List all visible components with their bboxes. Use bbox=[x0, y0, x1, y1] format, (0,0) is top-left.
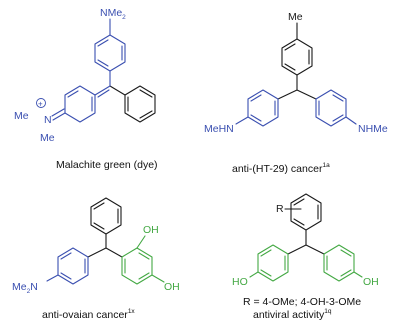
ht29-nhme-label: NHMe bbox=[358, 123, 388, 135]
ht29-me-label: Me bbox=[288, 11, 303, 23]
antiviral-left-ring bbox=[257, 244, 289, 282]
ovaian-oh-top: OH bbox=[143, 224, 159, 236]
malachite-right-phenyl bbox=[124, 85, 156, 123]
caption-anti-ht29-text: anti-(HT-29) cancer bbox=[232, 163, 323, 175]
antiviral-r-label: R bbox=[276, 203, 284, 215]
structure-malachite-green: NMe2 N + Me bbox=[14, 7, 158, 171]
malachite-nme2-subscript: 2 bbox=[122, 14, 126, 21]
charge-plus-icon bbox=[36, 98, 46, 108]
caption-anti-ovaian-text: anti-ovaian cancer bbox=[42, 309, 128, 321]
antiviral-right-ring bbox=[323, 244, 355, 282]
structure-anti-ht29: Me MeHN NHMe anti-(HT-29 bbox=[204, 11, 388, 175]
ht29-meHN-label: MeHN bbox=[204, 123, 234, 135]
caption-anti-ht29: anti-(HT-29) cancer1a bbox=[232, 162, 330, 175]
structure-anti-ovaian: Me2N OH OH anti-ovaian cancer1x bbox=[12, 197, 180, 321]
ovaian-left-ring bbox=[57, 247, 89, 285]
malachite-nme2-label: NMe2 bbox=[100, 7, 126, 21]
ovaian-top-phenyl bbox=[90, 197, 122, 235]
caption-antiviral-ref: 1q bbox=[324, 308, 332, 315]
malachite-top-ring bbox=[94, 18, 126, 87]
antiviral-top-phenyl bbox=[290, 193, 322, 231]
ht29-left-ring bbox=[247, 89, 279, 127]
malachite-me-left: Me bbox=[14, 110, 29, 122]
ovaian-resorcinol-ring bbox=[121, 247, 153, 285]
caption-malachite-green: Malachite green (dye) bbox=[56, 159, 158, 171]
caption-anti-ht29-ref: 1a bbox=[322, 162, 330, 169]
ovaian-me2n-label: Me2N bbox=[12, 281, 38, 295]
malachite-iminium-n: N bbox=[44, 114, 52, 126]
antiviral-ho-label: HO bbox=[232, 276, 248, 288]
caption-antiviral-line2-text: antiviral activity bbox=[253, 309, 325, 321]
ht29-tolyl-ring bbox=[281, 38, 313, 76]
malachite-quinoid-ring bbox=[64, 85, 96, 123]
caption-antiviral-line2: antiviral activity1q bbox=[253, 308, 332, 321]
malachite-me-bottom: Me bbox=[40, 132, 55, 144]
ovaian-oh-right: OH bbox=[164, 281, 180, 293]
caption-antiviral-line1: R = 4-OMe; 4-OH-3-OMe bbox=[243, 296, 361, 308]
antiviral-oh-label: OH bbox=[363, 276, 379, 288]
ht29-right-ring bbox=[315, 89, 347, 127]
caption-anti-ovaian-ref: 1x bbox=[128, 308, 136, 315]
structure-antiviral: R HO OH R = 4-OMe; 4-OH- bbox=[232, 193, 379, 321]
caption-anti-ovaian: anti-ovaian cancer1x bbox=[42, 308, 135, 321]
svg-text:+: + bbox=[38, 100, 43, 109]
